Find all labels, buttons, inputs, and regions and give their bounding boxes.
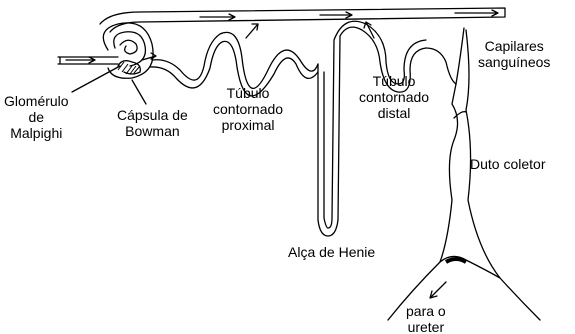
label-glomerulo-line3: Malpighi bbox=[4, 125, 69, 141]
urine-flow-arrow bbox=[430, 282, 446, 298]
capillary-flow-arrow-3 bbox=[455, 10, 498, 16]
label-tubulo-proximal: Túbulo contornado proximal bbox=[213, 85, 283, 133]
collecting-duct-top bbox=[456, 28, 464, 84]
label-duto-coletor: Duto coletor bbox=[470, 156, 545, 172]
capsule-pointer bbox=[132, 80, 146, 104]
label-glomerulo-line2: de bbox=[4, 109, 69, 125]
label-capilares: Capilares sanguíneos bbox=[478, 38, 550, 70]
label-tubulo-proximal-line2: contornado bbox=[213, 101, 283, 117]
label-glomerulo: Glomérulo de Malpighi bbox=[4, 93, 69, 141]
afferent-flow-arrow bbox=[66, 57, 95, 63]
label-alca-henle: Alça de Henie bbox=[288, 244, 375, 260]
distal-tubule bbox=[426, 48, 456, 84]
label-capilares-line2: sanguíneos bbox=[478, 54, 550, 70]
label-para-ureter-line1: para o bbox=[406, 303, 446, 319]
label-tubulo-distal-line2: contornado bbox=[359, 89, 429, 105]
label-capsula: Cápsula de Bowman bbox=[117, 107, 188, 139]
label-tubulo-distal-line3: distal bbox=[359, 105, 429, 121]
label-tubulo-distal-line1: Túbulo bbox=[359, 73, 429, 89]
capillary-flow-arrow-2 bbox=[320, 12, 352, 18]
label-tubulo-proximal-line1: Túbulo bbox=[213, 85, 283, 101]
collecting-duct-right bbox=[466, 30, 540, 320]
duct-band bbox=[446, 259, 466, 262]
label-alca-henle-text: Alça de Henie bbox=[288, 244, 375, 260]
label-para-ureter-line2: ureter bbox=[406, 319, 446, 334]
capillary-vessel bbox=[100, 8, 505, 32]
label-tubulo-distal: Túbulo contornado distal bbox=[359, 73, 429, 121]
reabsorption-arrow-1 bbox=[246, 24, 258, 38]
label-duto-coletor-text: Duto coletor bbox=[470, 156, 545, 172]
glomerulus-knot bbox=[118, 61, 140, 74]
glomerulus-coil bbox=[120, 40, 137, 54]
label-capilares-line1: Capilares bbox=[478, 38, 550, 54]
label-capsula-line2: Bowman bbox=[117, 123, 188, 139]
label-capsula-line1: Cápsula de bbox=[117, 107, 188, 123]
label-para-ureter: para o ureter bbox=[406, 303, 446, 334]
label-glomerulo-line1: Glomérulo bbox=[4, 93, 69, 109]
capillary-flow-arrow-1 bbox=[200, 14, 235, 20]
glomerulus-pointer bbox=[72, 66, 120, 92]
label-tubulo-proximal-line3: proximal bbox=[213, 117, 283, 133]
